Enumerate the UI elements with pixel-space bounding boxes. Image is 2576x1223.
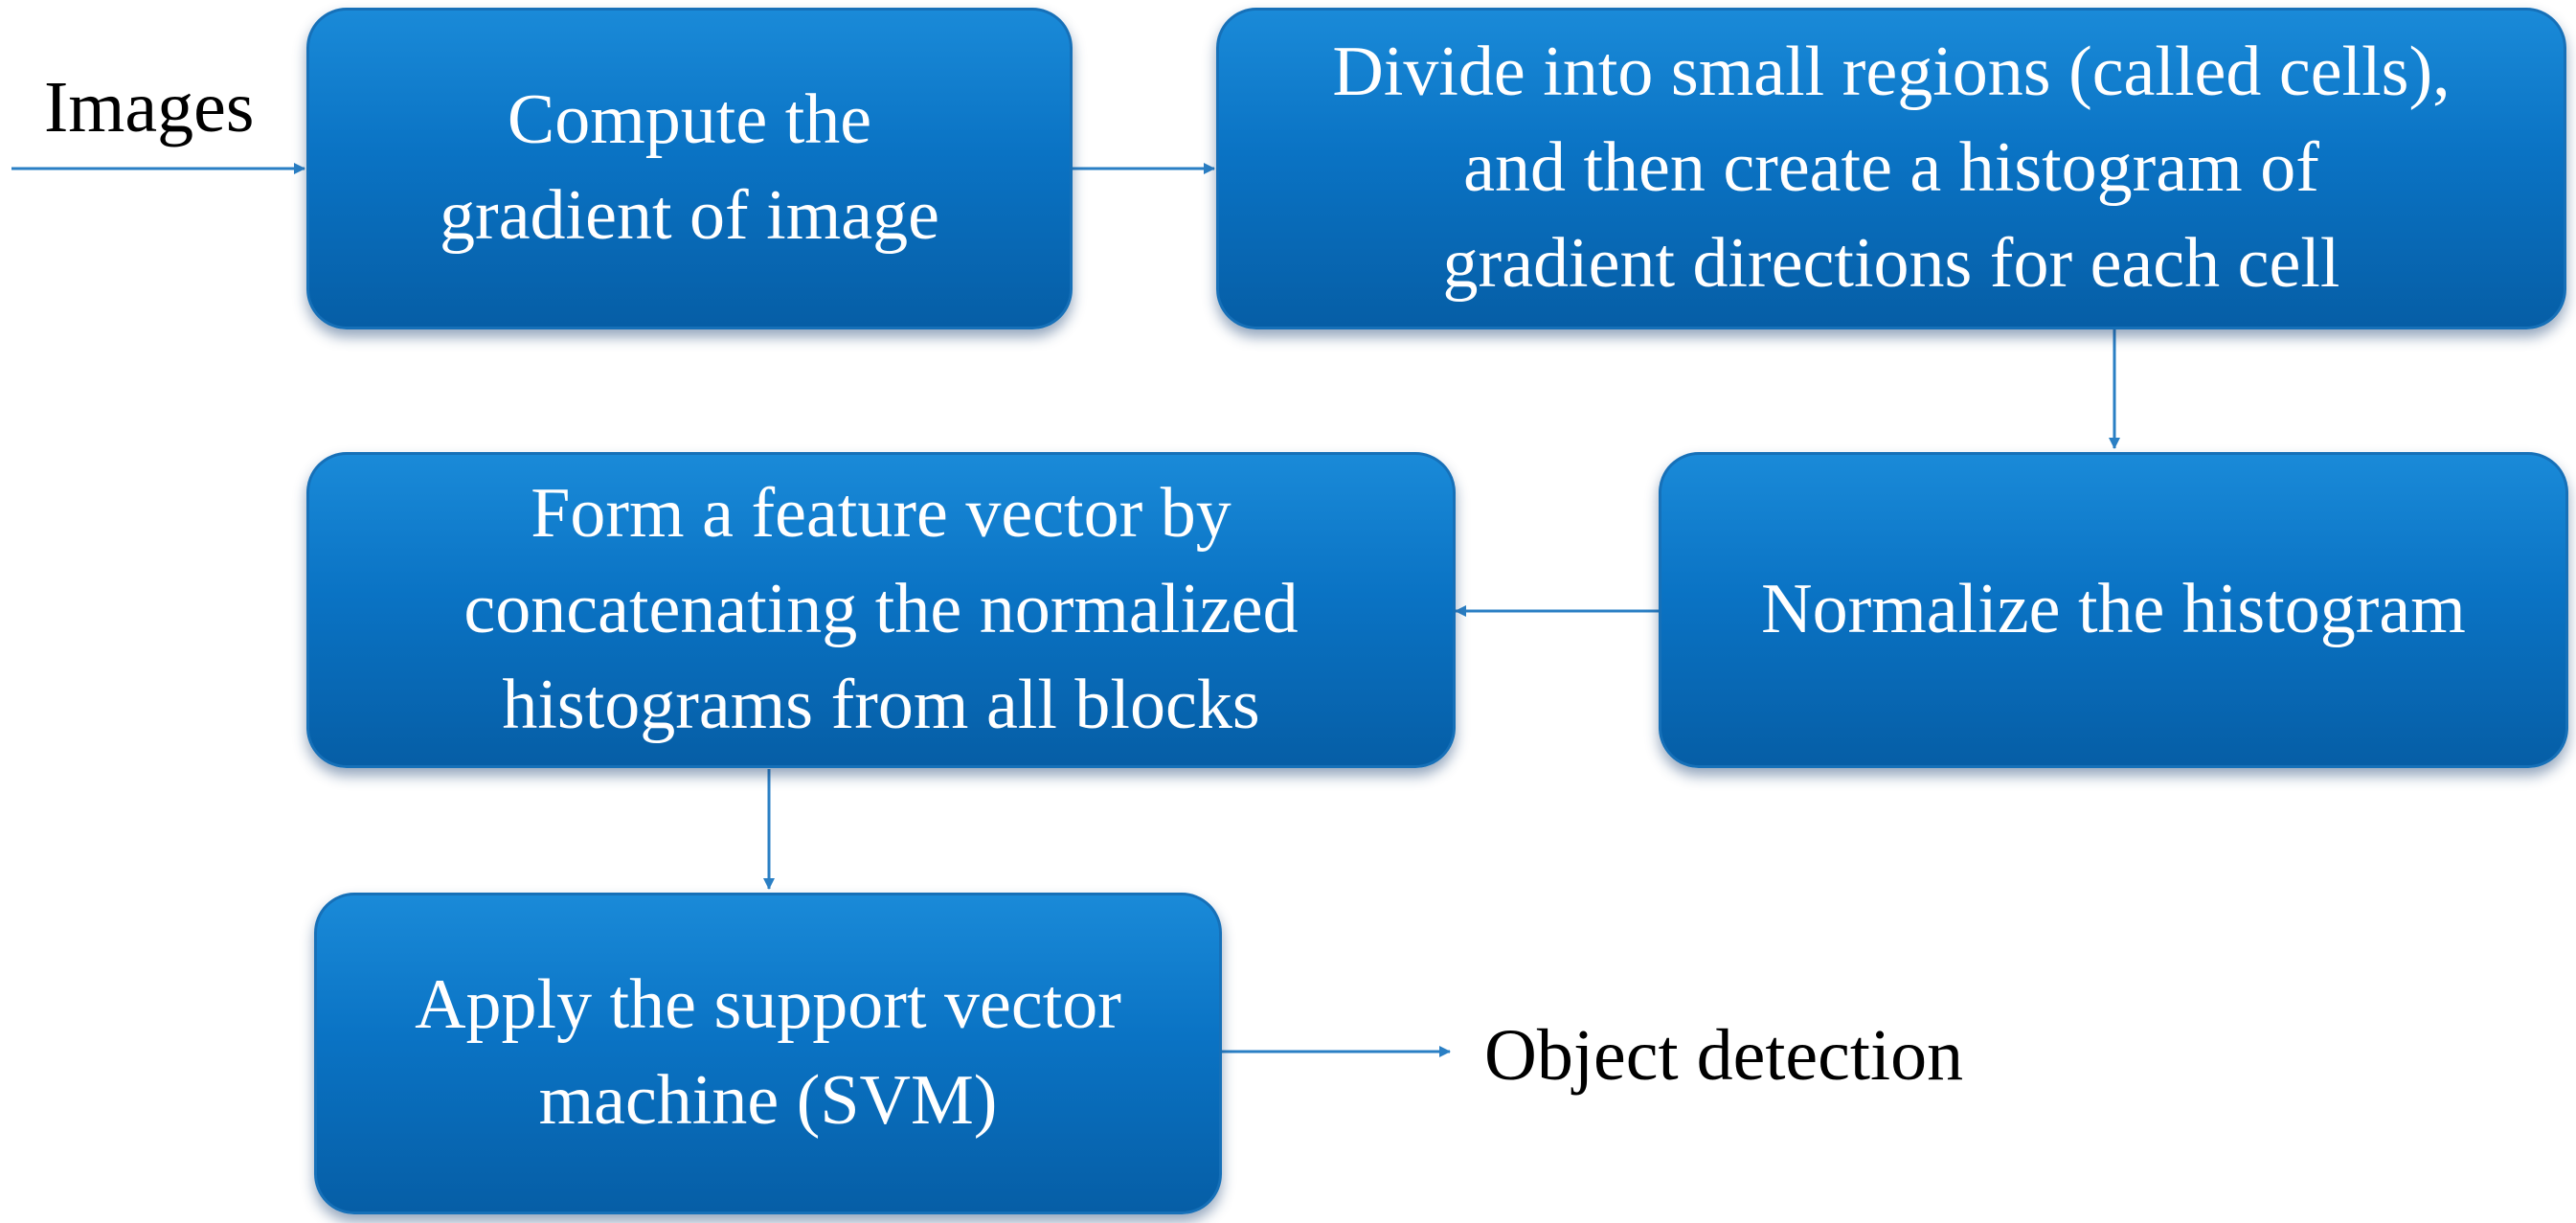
step-normalize-histogram: Normalize the histogram bbox=[1659, 452, 2568, 768]
step-normalize-histogram-text: Normalize the histogram bbox=[1761, 570, 2466, 649]
step-divide-cells-histogram: Divide into small regions (called cells)… bbox=[1216, 8, 2566, 329]
step-apply-svm-text: Apply the support vector machine (SVM) bbox=[415, 965, 1121, 1140]
step-divide-cells-histogram-text: Divide into small regions (called cells)… bbox=[1332, 33, 2451, 303]
step-compute-gradient: Compute the gradient of image bbox=[306, 8, 1073, 329]
step-form-feature-vector: Form a feature vector by concatenating t… bbox=[306, 452, 1456, 768]
step-form-feature-vector-text: Form a feature vector by concatenating t… bbox=[463, 474, 1299, 744]
step-compute-gradient-text: Compute the gradient of image bbox=[440, 80, 939, 255]
step-apply-svm: Apply the support vector machine (SVM) bbox=[314, 893, 1222, 1214]
output-label: Object detection bbox=[1484, 1015, 1964, 1096]
input-label: Images bbox=[44, 67, 255, 147]
